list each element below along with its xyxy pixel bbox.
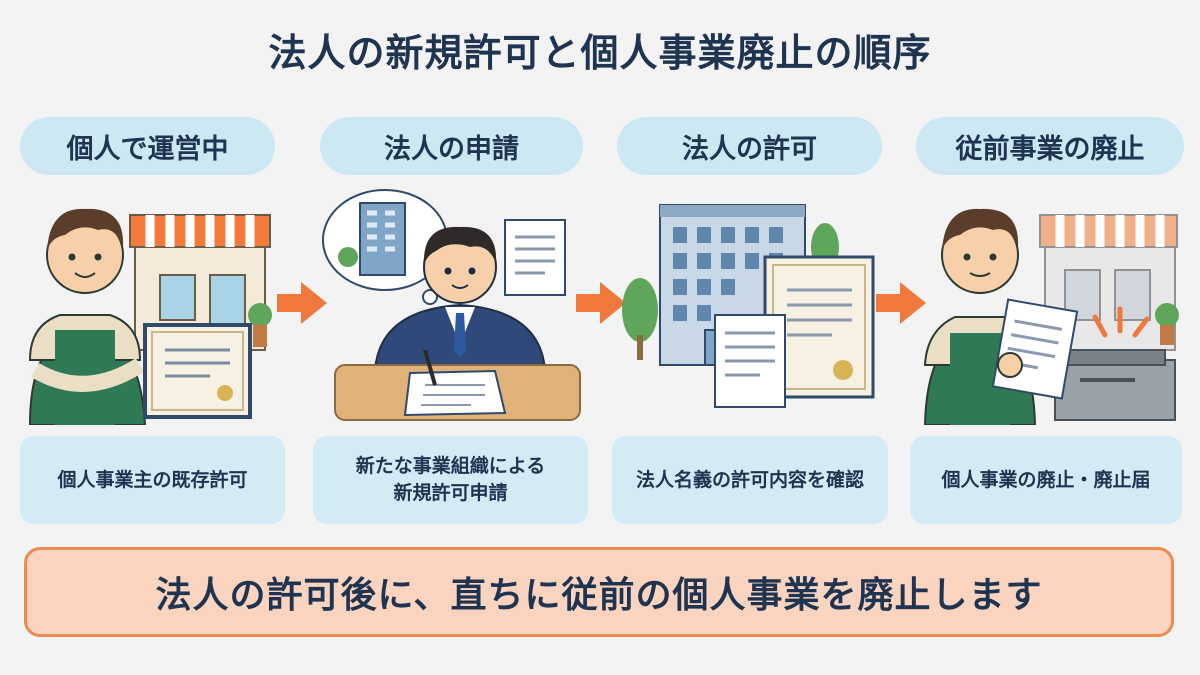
page-title: 法人の新規許可と個人事業廃止の順序 (268, 31, 932, 75)
thought-bubble-building-icon (322, 189, 448, 316)
step-2-heading: 法人の申請 (320, 117, 583, 175)
applicant-illustration (322, 189, 581, 421)
step-3-heading: 法人の許可 (617, 117, 882, 175)
businessman-icon (373, 226, 547, 371)
pen-icon (423, 349, 437, 386)
step-4-description: 個人事業の廃止・廃止届 (910, 436, 1182, 524)
shop-owner-illustration (28, 208, 272, 425)
step-4-heading: 従前事業の廃止 (916, 117, 1184, 175)
step-2-description-line-2: 新規許可申請 (393, 482, 508, 504)
step-1-heading: 個人で運営中 (20, 117, 275, 175)
closed-shop-icon (1039, 214, 1178, 351)
arrow-right-icon (277, 282, 327, 324)
emphasis-lines-icon (1092, 306, 1150, 338)
license-certificate-icon (143, 323, 252, 419)
step-1-description-line: 個人事業主の既存許可 (57, 468, 248, 491)
document-icon (504, 219, 566, 296)
step-3-description: 法人名義の許可内容を確認 (612, 436, 888, 524)
application-form-icon (403, 369, 507, 417)
shop-icon (129, 214, 271, 351)
step-2-description-line-1: 新たな事業組織による (355, 455, 546, 478)
step-3-description-line: 法人名義の許可内容を確認 (635, 468, 864, 491)
arrow-right-icon (876, 282, 926, 324)
corporate-license-illustration (622, 204, 875, 408)
closing-business-illustration (923, 208, 1179, 425)
closure-notice-icon (991, 298, 1079, 400)
mailbox-icon (1054, 349, 1176, 421)
step-2-description: 新たな事業組織による 新規許可申請 (313, 436, 588, 524)
arrow-right-icon (576, 282, 626, 324)
shop-owner-icon (28, 208, 147, 425)
step-4-description-line: 個人事業の廃止・廃止届 (941, 468, 1151, 491)
document-icon (714, 314, 786, 408)
step-1-description: 個人事業主の既存許可 (20, 436, 285, 524)
summary-banner: 法人の許可後に、直ちに従前の個人事業を廃止します (24, 547, 1174, 637)
